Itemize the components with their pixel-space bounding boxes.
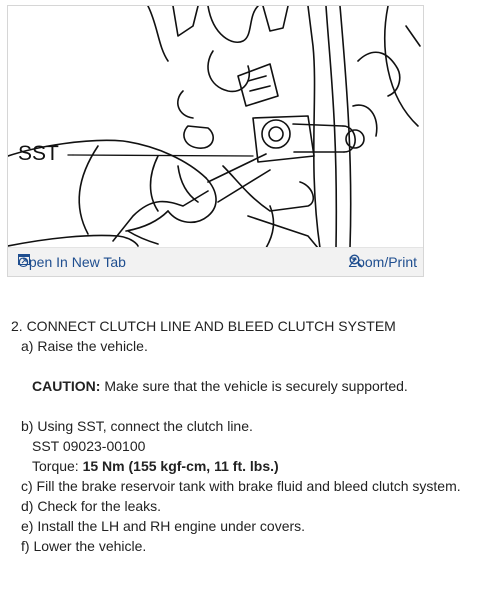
step-c: c) Fill the brake reservoir tank with br… [21,478,461,494]
step-f: f) Lower the vehicle. [21,538,147,554]
step-d: d) Check for the leaks. [21,498,162,514]
zoom-print-link[interactable]: Zoom/Print [349,254,417,270]
figure-toolbar: Open In New Tab Zoom/Print [8,247,423,276]
open-in-new-tab-link[interactable]: Open In New Tab [18,254,126,270]
procedure-text: 2. CONNECT CLUTCH LINE AND BLEED CLUTCH … [11,316,480,556]
step-e: e) Install the LH and RH engine under co… [21,518,306,534]
sst-number: SST 09023-00100 [32,438,146,454]
open-in-new-tab-label: Open In New Tab [18,254,126,270]
open-new-tab-icon [18,254,30,265]
torque-value: 15 Nm (155 kgf-cm, 11 ft. lbs.) [82,458,279,474]
zoom-print-label: Zoom/Print [348,254,417,270]
caution-note: CAUTION: Make sure that the vehicle is s… [11,376,480,396]
clutch-line-illustration [8,6,421,248]
torque-label: Torque: [32,458,83,474]
torque-spec: Torque: 15 Nm (155 kgf-cm, 11 ft. lbs.) [11,456,480,476]
step-title: 2. CONNECT CLUTCH LINE AND BLEED CLUTCH … [11,318,396,334]
sst-callout-label: SST [18,142,59,165]
step-a: a) Raise the vehicle. [21,338,148,354]
caution-text: Make sure that the vehicle is securely s… [100,378,408,394]
caution-label: CAUTION: [32,378,101,394]
step-b: b) Using SST, connect the clutch line. [21,418,253,434]
zoom-in-icon [349,254,363,268]
figure-panel: SST Open In New Tab Zoom/Print [7,5,424,277]
